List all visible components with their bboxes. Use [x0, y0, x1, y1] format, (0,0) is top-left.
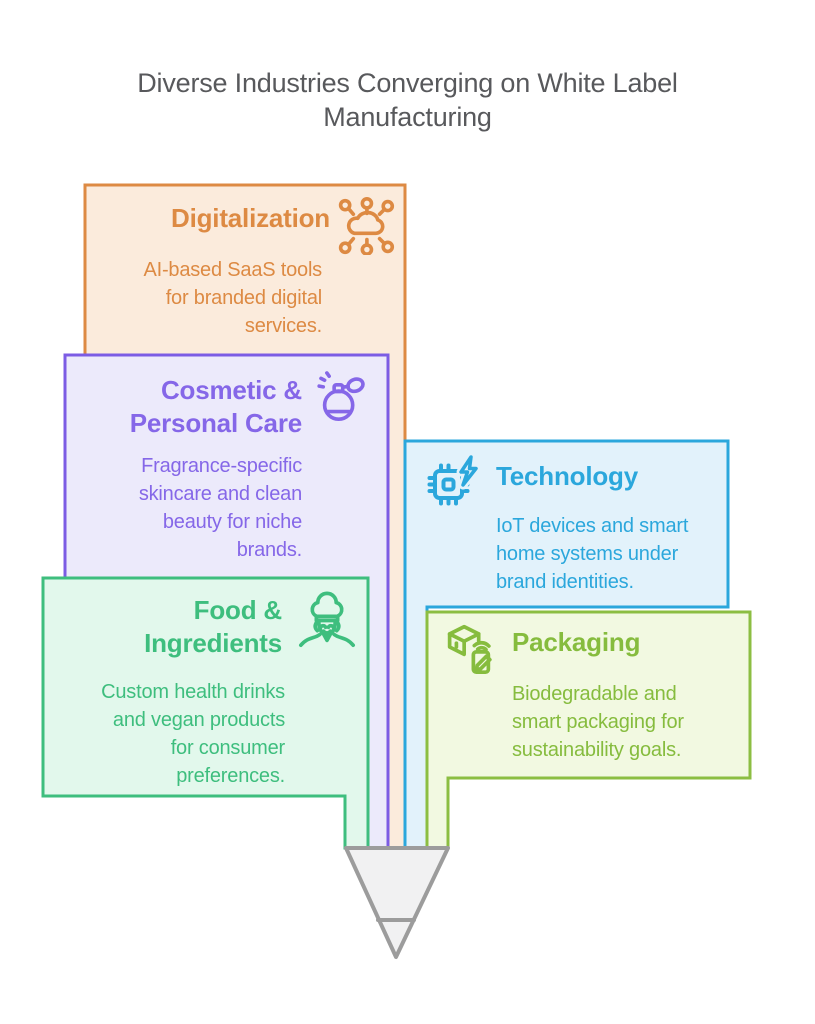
- chef-icon: [296, 590, 358, 652]
- pencil-tip: [344, 846, 450, 959]
- pencil-tip-triangle: [344, 846, 450, 959]
- cpu-chip-icon: [420, 452, 484, 516]
- network-cloud-icon: [337, 197, 395, 255]
- digitalization-title: Digitalization: [171, 203, 330, 233]
- food-title: Food &Ingredients: [144, 595, 282, 658]
- packaging-title: Packaging: [512, 627, 641, 657]
- cosmetic-title: Cosmetic &Personal Care: [129, 375, 302, 438]
- perfume-bottle-icon: [316, 368, 374, 426]
- technology-title: Technology: [496, 461, 638, 491]
- page-title: Diverse Industries Converging on White L…: [137, 68, 678, 132]
- box-smart-tag-icon: [438, 617, 500, 679]
